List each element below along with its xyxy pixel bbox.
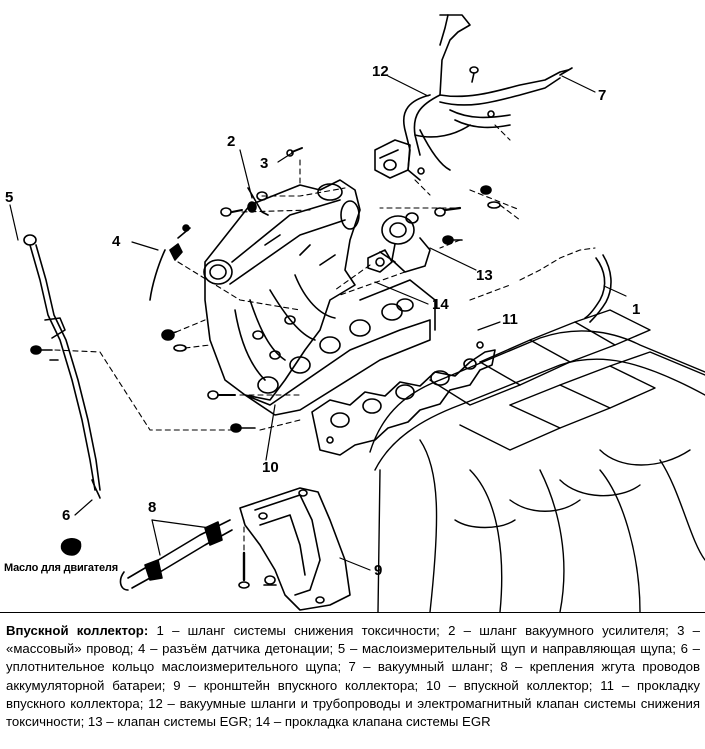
battery-harness-clamps: [119, 519, 233, 591]
caption-title: Впускной коллектор:: [6, 623, 149, 638]
callout-14: 14: [432, 296, 449, 313]
vacuum-hoses-egr-solenoid: [374, 14, 573, 181]
egr-valve: [379, 212, 431, 273]
emission-hose: [584, 254, 612, 323]
dipstick-and-guide: [23, 234, 101, 499]
leader-lines: [9, 75, 627, 571]
callout-1: 1: [632, 301, 641, 318]
intake-manifold-gasket: [311, 341, 496, 456]
callout-11: 11: [502, 311, 518, 328]
callout-4: 4: [112, 233, 121, 250]
callout-3: 3: [260, 155, 269, 172]
callout-9: 9: [374, 562, 383, 579]
callout-12: 12: [372, 63, 389, 80]
assembly-lines: [54, 124, 596, 551]
callout-5: 5: [5, 189, 14, 206]
intake-manifold: [203, 179, 436, 416]
callout-6: 6: [62, 507, 71, 524]
caption-text: 1 – шланг системы снижения токсичности; …: [6, 623, 700, 730]
callout-7: 7: [598, 87, 607, 104]
figure-caption: Впускной коллектор: 1 – шланг системы сн…: [6, 622, 700, 731]
callout-2: 2: [227, 133, 236, 150]
engine-block: [369, 309, 705, 613]
egr-gasket: [367, 249, 393, 273]
engine-oil-label: Масло для двигателя: [4, 562, 118, 574]
exploded-view-diagram: 1 2 3 4 5 6 7 8 9 10 11 12 13 14 Масло д…: [4, 14, 705, 613]
intake-manifold-bracket: [239, 487, 351, 611]
callout-10: 10: [262, 459, 279, 476]
caption-divider: [0, 612, 705, 613]
dipstick-o-ring: [60, 538, 82, 556]
callout-8: 8: [148, 499, 157, 516]
callout-13: 13: [476, 267, 493, 284]
